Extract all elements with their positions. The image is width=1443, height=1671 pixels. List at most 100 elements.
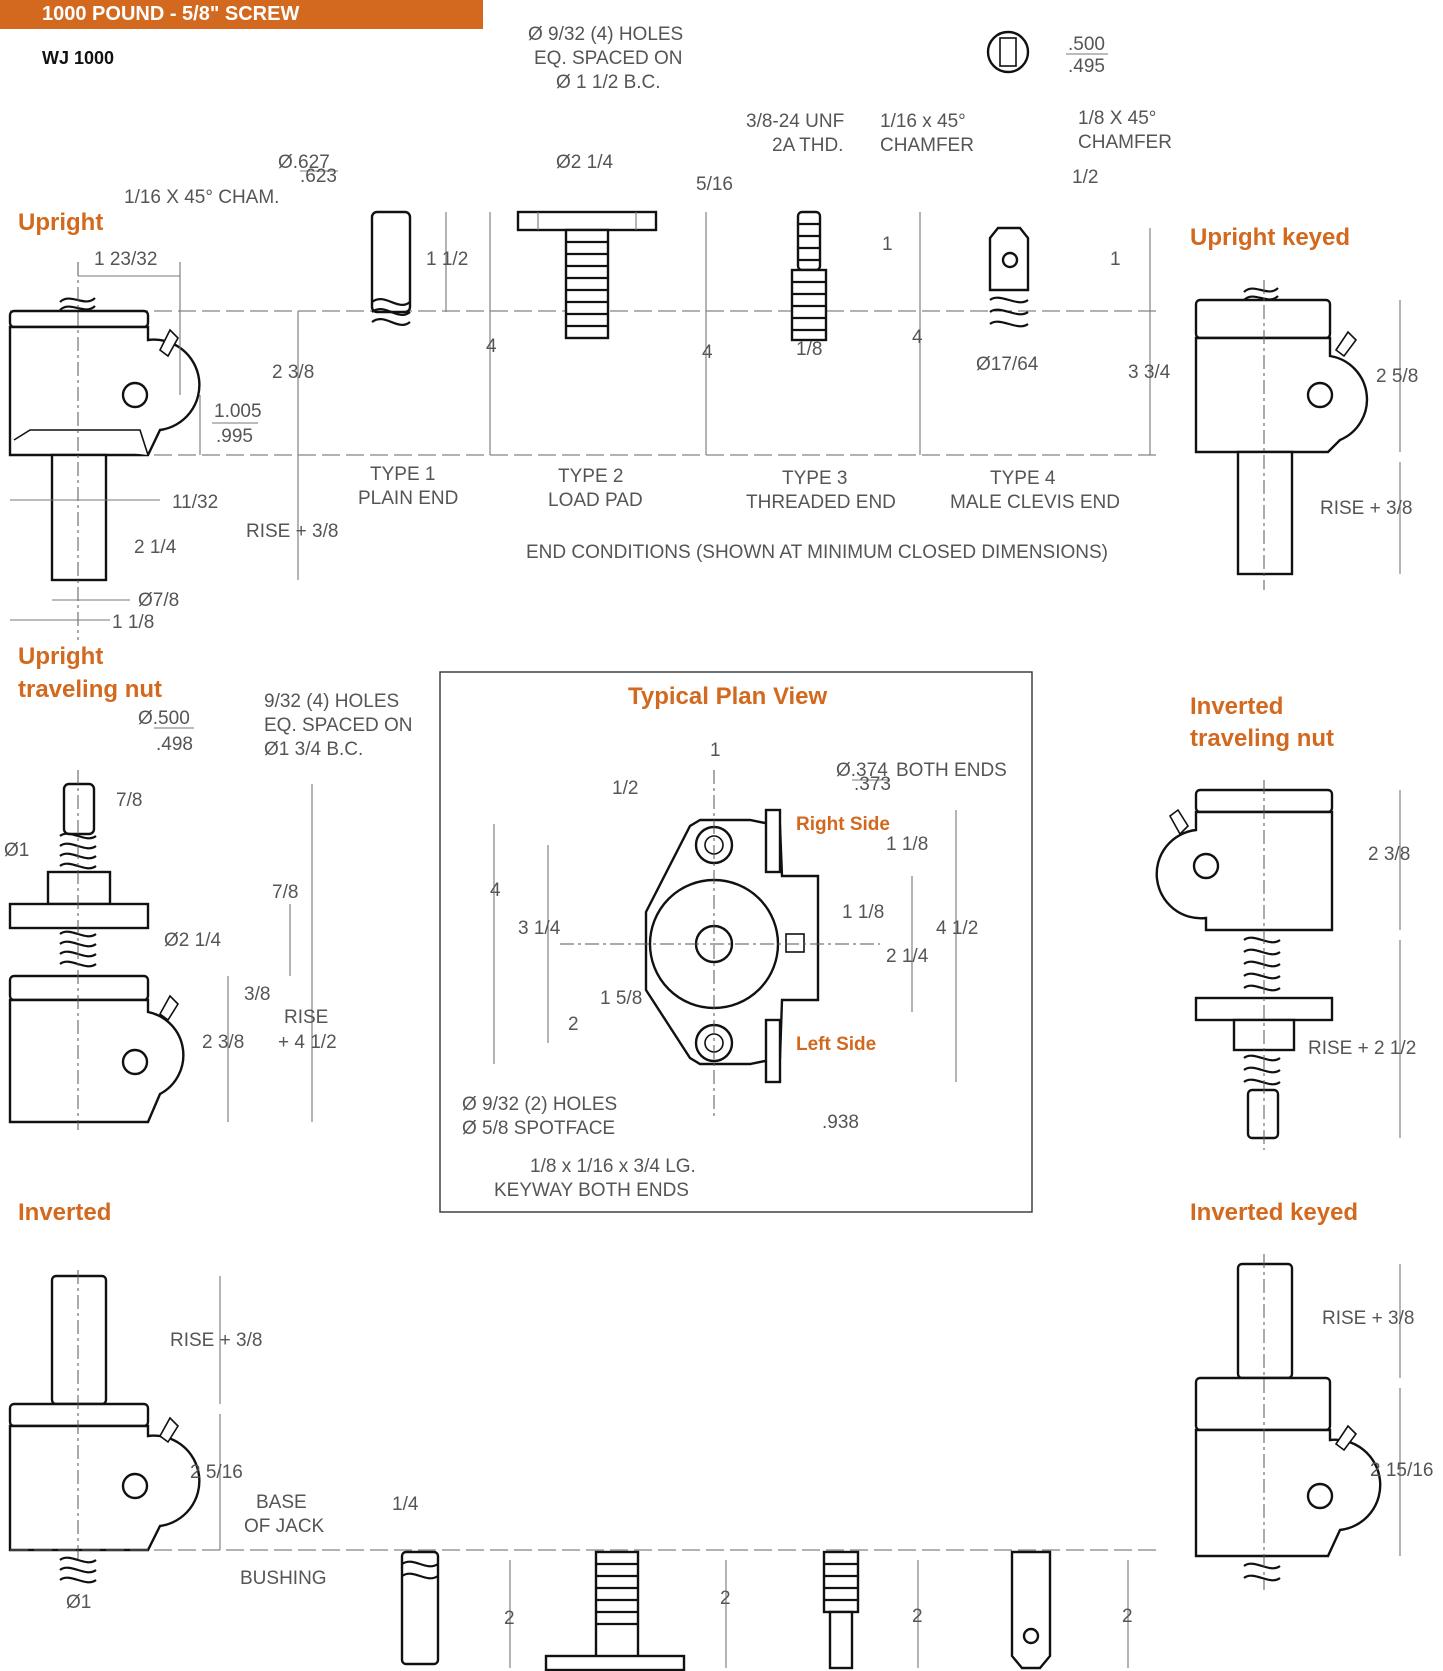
dim-2-inv-type1: 2 (504, 1608, 515, 1629)
dim-rise-label: RISE (284, 1007, 328, 1028)
end-conditions-caption: END CONDITIONS (SHOWN AT MINIMUM CLOSED … (526, 542, 1108, 563)
dim-7-8-b: 7/8 (272, 882, 298, 903)
plan-dim-1-1-8-a: 1 1/8 (886, 834, 928, 855)
dim-1-1-8: 1 1/8 (112, 612, 154, 633)
section-title-inverted-keyed: Inverted keyed (1190, 1199, 1358, 1226)
dim-1-2: 1/2 (1072, 167, 1098, 188)
plan-dim-1: 1 (710, 740, 721, 761)
dim-rise-3-8-upright: RISE + 3/8 (246, 521, 338, 542)
dim-2-15-16: 2 15/16 (1370, 1460, 1433, 1481)
label-of-jack: OF JACK (244, 1516, 325, 1537)
type4-male-clevis (986, 30, 1151, 455)
dim-2-5-8: 2 5/8 (1376, 366, 1418, 387)
upright-keyed-jack (1194, 280, 1401, 590)
dim-498: .498 (156, 734, 193, 755)
header-banner (0, 0, 483, 29)
plan-view-jack (493, 770, 957, 1120)
plan-dim-373: .373 (854, 774, 891, 795)
label-right-side: Right Side (796, 814, 890, 835)
label-left-side: Left Side (796, 1034, 876, 1055)
callout-plan-holes-line1: Ø 9/32 (2) HOLES (462, 1094, 617, 1115)
dim-495: .495 (1068, 56, 1105, 77)
dim-rise-3-8-keyed: RISE + 3/8 (1320, 498, 1412, 519)
plan-dim-2: 2 (568, 1014, 579, 1035)
dim-4-type3: 4 (912, 327, 923, 348)
upright-traveling-nut-jack (8, 770, 313, 1130)
plan-dim-4-1-2: 4 1/2 (936, 918, 978, 939)
plan-dim-1-1-8-b: 1 1/8 (842, 902, 884, 923)
section-title-inverted-traveling-nut-2: traveling nut (1190, 725, 1334, 752)
section-title-upright-traveling-nut-2: traveling nut (18, 676, 162, 703)
plan-view-frame (439, 671, 1033, 1213)
header-banner-text: 1000 POUND - 5/8" SCREW (42, 3, 299, 25)
dim-1-23-32: 1 23/32 (94, 249, 157, 270)
dim-4-type2: 4 (702, 342, 713, 363)
plan-dim-4: 4 (490, 880, 501, 901)
dim-rise-2-1-2: RISE + 2 1/2 (1308, 1038, 1416, 1059)
callout-both-ends: BOTH ENDS (896, 760, 1007, 781)
plan-dim-1-2: 1/2 (612, 778, 638, 799)
dim-623: .623 (300, 166, 337, 187)
dim-1-8: 1/8 (796, 339, 822, 360)
dim-2-inv-type4: 2 (1122, 1606, 1133, 1627)
dim-1-4: 1/4 (392, 1494, 419, 1515)
inverted-end-conditions (400, 1550, 1129, 1671)
callout-holes-4-line1: Ø 9/32 (4) HOLES (528, 24, 683, 45)
model-number: WJ 1000 (42, 48, 114, 68)
callout-tn-holes-line3: Ø1 3/4 B.C. (264, 739, 363, 760)
plan-dim-2-1-4: 2 1/4 (886, 946, 929, 967)
dim-1-005: 1.005 (214, 401, 262, 422)
dim-11-32: 11/32 (172, 492, 218, 513)
dim-4-type1: 4 (486, 336, 497, 357)
callout-chamfer8-line1: 1/8 X 45° (1078, 108, 1156, 129)
dim-500-keyed: .500 (1068, 34, 1105, 55)
type2-line2: LOAD PAD (548, 490, 643, 511)
callout-chamfer8-line2: CHAMFER (1078, 132, 1172, 153)
dim-dia-7-8: Ø7/8 (138, 590, 179, 611)
dim-rise-3-8-inverted: RISE + 3/8 (170, 1330, 262, 1351)
dim-3-3-4: 3 3/4 (1128, 362, 1171, 383)
type1-line1: TYPE 1 (370, 464, 435, 485)
dim-1-1-2: 1 1/2 (426, 249, 468, 270)
section-title-upright-keyed: Upright keyed (1190, 224, 1350, 251)
dim-rise-3-8-inv-keyed: RISE + 3/8 (1322, 1308, 1414, 1329)
plan-dim-dia-374: Ø.374 (836, 760, 888, 781)
plan-view-title: Typical Plan View (628, 683, 828, 710)
type3-line1: TYPE 3 (782, 468, 847, 489)
plan-dim-938: .938 (822, 1112, 859, 1133)
label-bushing: BUSHING (240, 1568, 327, 1589)
dim-7-8-a: 7/8 (116, 790, 142, 811)
section-title-inverted-traveling-nut: Inverted (1190, 693, 1283, 720)
dim-995: .995 (216, 426, 253, 447)
type1-line2: PLAIN END (358, 488, 458, 509)
dim-2-1-4-upright: 2 1/4 (134, 537, 177, 558)
callout-tn-holes-line1: 9/32 (4) HOLES (264, 691, 399, 712)
dim-1-type4: 1 (1110, 249, 1121, 270)
dim-2-inv-type3: 2 (912, 1606, 923, 1627)
dim-dia-17-64: Ø17/64 (976, 354, 1039, 375)
inverted-keyed-jack (1194, 1254, 1401, 1590)
type4-line1: TYPE 4 (990, 468, 1056, 489)
inverted-jack (8, 1270, 1160, 1584)
type3-line2: THREADED END (746, 492, 896, 513)
callout-tn-holes-line2: EQ. SPACED ON (264, 715, 413, 736)
dim-dia-1: Ø1 (4, 840, 29, 861)
callout-keyway-line1: 1/8 x 1/16 x 3/4 LG. (530, 1156, 696, 1177)
dim-3-8: 3/8 (244, 984, 270, 1005)
callout-plan-holes-line2: Ø 5/8 SPOTFACE (462, 1118, 615, 1139)
dim-2-3-8-upright: 2 3/8 (272, 362, 314, 383)
type1-plain-end (370, 210, 491, 455)
section-title-upright-traveling-nut: Upright (18, 643, 103, 670)
dim-rise-plus-4-1-2: + 4 1/2 (278, 1032, 337, 1053)
plan-dim-1-5-8: 1 5/8 (600, 988, 642, 1009)
callout-thread-line2: 2A THD. (772, 135, 843, 156)
type4-line2: MALE CLEVIS END (950, 492, 1120, 513)
upright-jack (8, 262, 1160, 640)
callout-holes-4-line3: Ø 1 1/2 B.C. (556, 72, 661, 93)
dim-dia-2-1-4: Ø2 1/4 (556, 152, 613, 173)
callout-keyway-line2: KEYWAY BOTH ENDS (494, 1180, 689, 1201)
section-title-upright: Upright (18, 209, 103, 236)
inverted-traveling-nut-jack (1155, 780, 1401, 1150)
label-base: BASE (256, 1492, 307, 1513)
